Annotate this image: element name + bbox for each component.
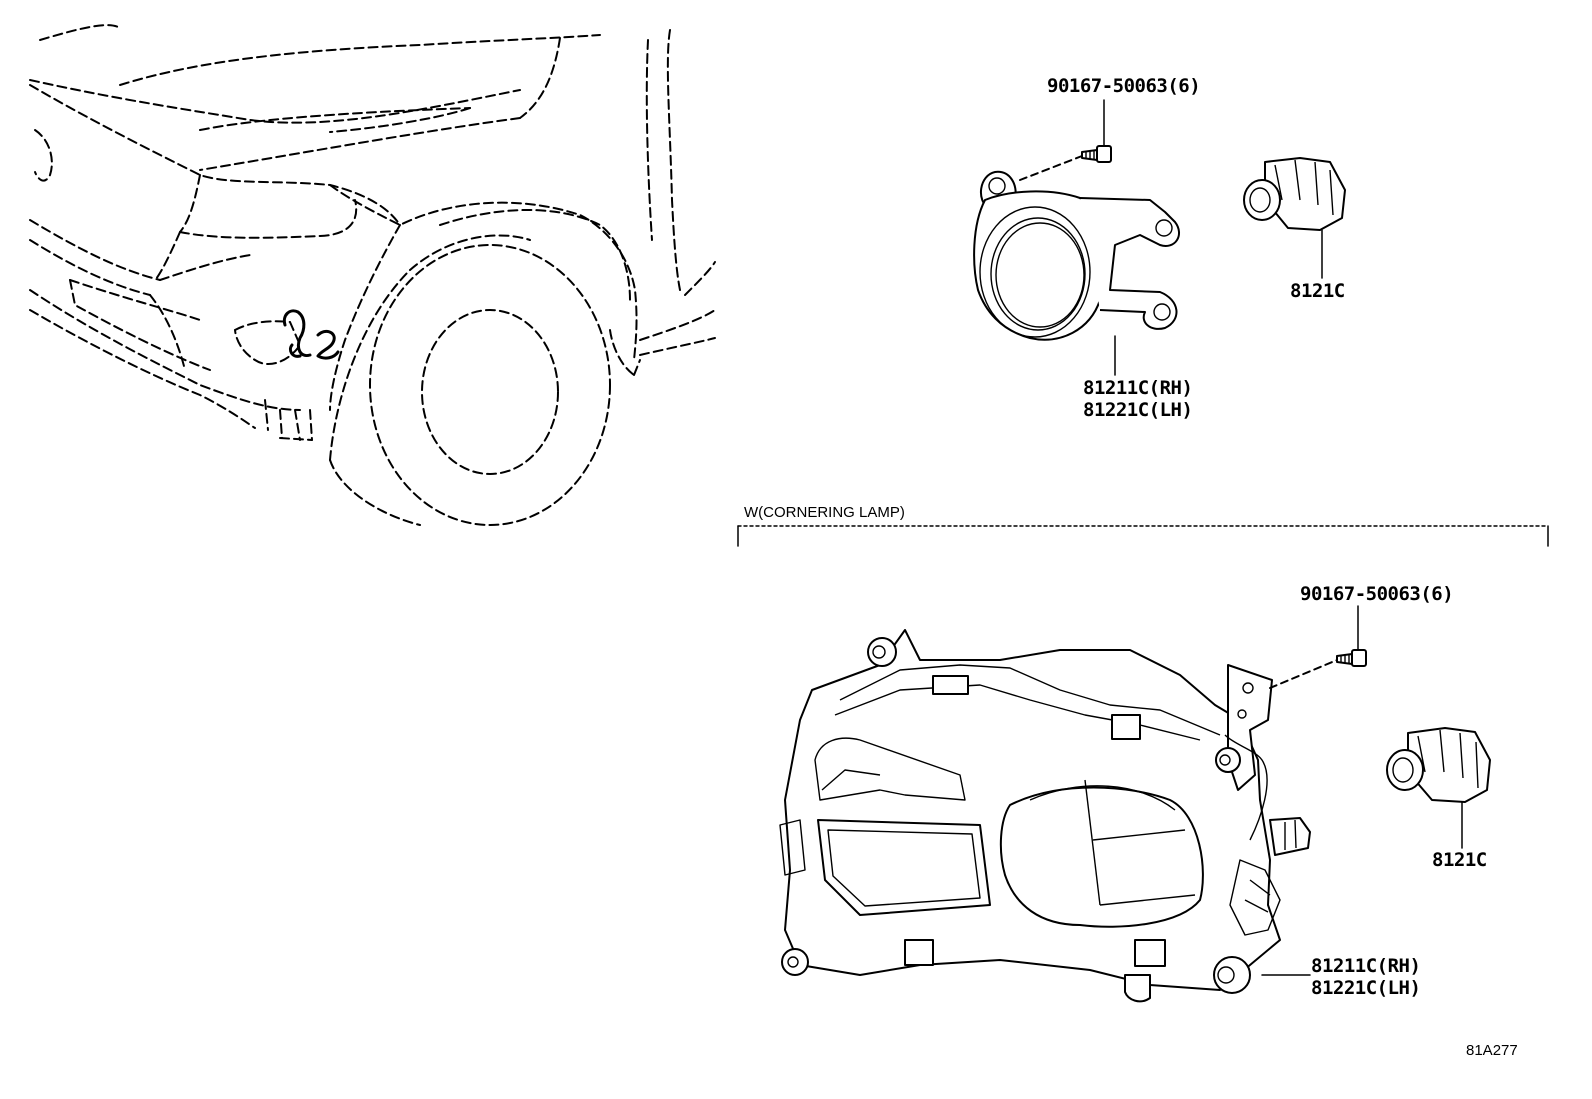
top-bulb-label: 8121C — [1290, 280, 1345, 302]
fog-lamp-assembly — [973, 99, 1180, 376]
top-lamp-label-lh: 81221C(LH) — [1083, 399, 1192, 421]
bulb-socket-top — [1243, 157, 1346, 279]
bottom-bulb-label: 8121C — [1432, 849, 1487, 871]
bulb-icon — [1386, 727, 1491, 803]
screw-icon — [1081, 145, 1112, 163]
reference-code: 81A277 — [1466, 1042, 1518, 1059]
fog-lamp-location-mark — [282, 309, 340, 360]
bulb-socket-bottom — [1386, 727, 1491, 849]
screw-icon — [1336, 649, 1367, 667]
cornering-lamp-assembly — [779, 605, 1367, 1003]
top-lamp-label-rh: 81211C(RH) — [1083, 377, 1192, 399]
bottom-screw-label: 90167-50063(6) — [1300, 583, 1453, 605]
section-bracket — [737, 525, 1549, 547]
top-screw-label: 90167-50063(6) — [1047, 75, 1200, 97]
section-title: W(CORNERING LAMP) — [744, 504, 905, 521]
bottom-lamp-label-lh: 81221C(LH) — [1311, 977, 1420, 999]
bottom-lamp-label-rh: 81211C(RH) — [1311, 955, 1420, 977]
vehicle-front-illustration — [29, 24, 716, 526]
bulb-icon — [1243, 157, 1346, 231]
